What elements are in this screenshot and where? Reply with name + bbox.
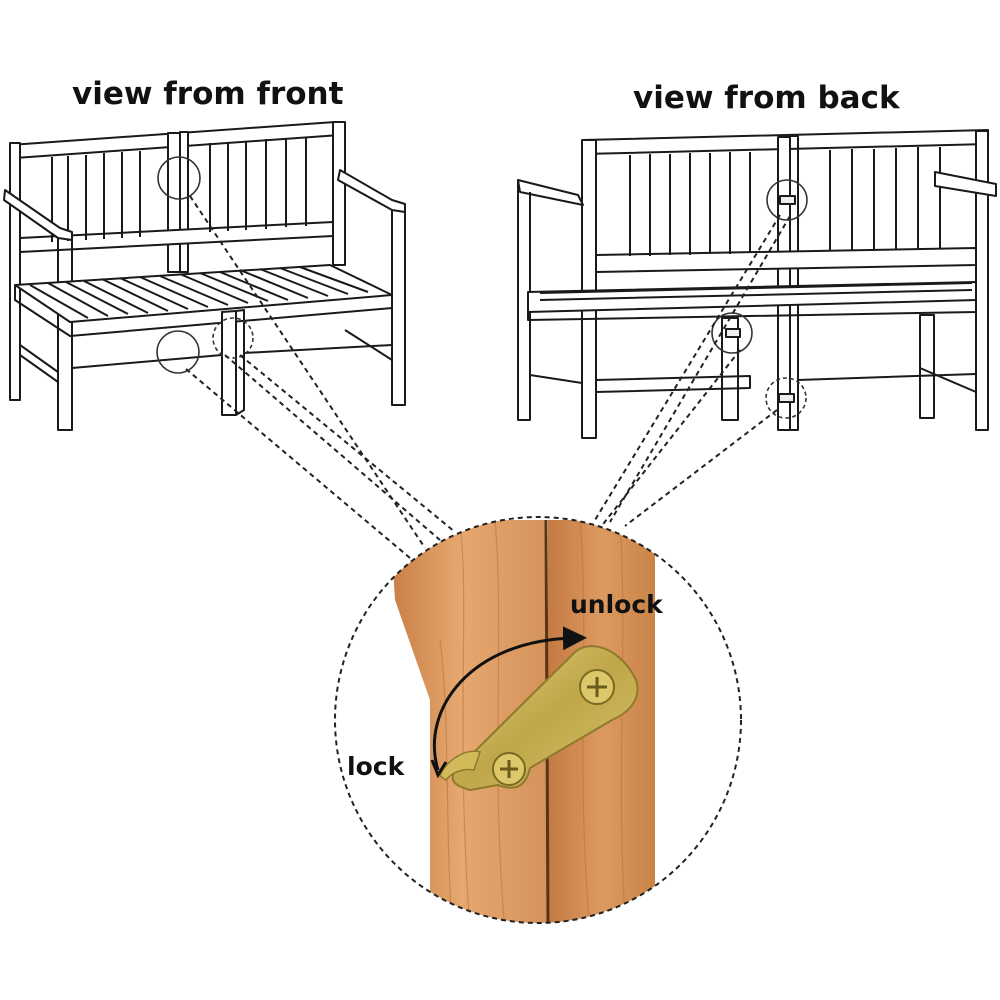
screw-icon xyxy=(492,752,526,786)
rotation-arrow-icon xyxy=(432,626,587,771)
back-view-title: view from back xyxy=(633,80,900,116)
bench-back-drawing xyxy=(517,129,997,439)
bench-front-drawing xyxy=(3,121,406,431)
zoom-detail xyxy=(334,516,742,924)
front-view-title: view from front xyxy=(72,76,344,112)
lock-label: lock xyxy=(347,752,405,781)
leader-lines xyxy=(185,195,791,559)
lock-bracket xyxy=(439,645,639,792)
unlock-label: unlock xyxy=(570,590,663,619)
screw-icon xyxy=(579,669,615,705)
